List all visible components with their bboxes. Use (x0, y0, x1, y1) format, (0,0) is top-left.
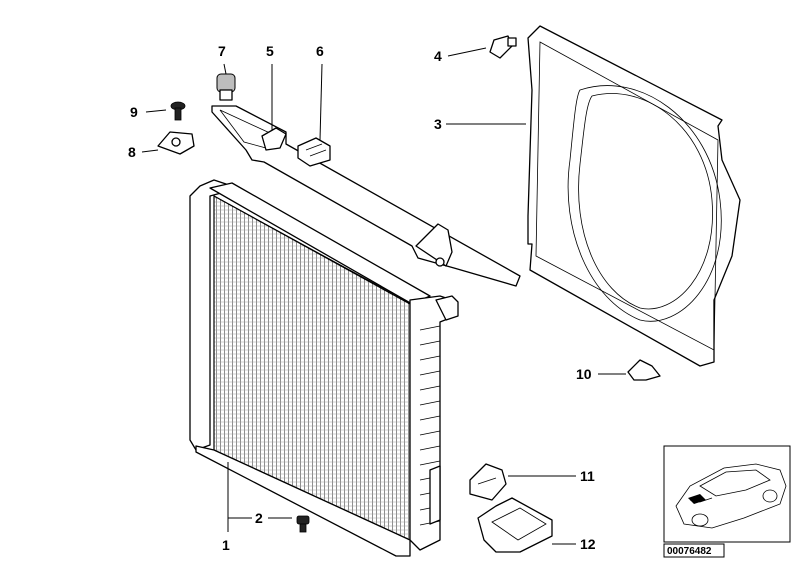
callout-10: 10 (576, 366, 592, 382)
callout-3: 3 (434, 116, 442, 132)
radiator (189, 179, 459, 557)
screw (170, 101, 186, 121)
rubber-mount (469, 463, 507, 501)
callout-1: 1 (222, 537, 230, 553)
car-icon (675, 463, 787, 529)
callout-labels: 1 2 3 4 5 6 7 8 9 10 11 12 (128, 43, 596, 553)
mounting-bracket (211, 105, 521, 287)
leader-lines (141, 47, 626, 545)
callout-8: 8 (128, 144, 136, 160)
bolt (296, 515, 310, 533)
vehicle-reference-thumbnail: 00076482 (663, 445, 791, 558)
lower-bracket (477, 497, 553, 553)
shroud-clip (627, 359, 661, 381)
callout-7: 7 (218, 43, 226, 59)
rivet (489, 35, 517, 59)
callout-9: 9 (130, 104, 138, 120)
callout-11: 11 (580, 468, 595, 484)
callout-5: 5 (266, 43, 274, 59)
callout-12: 12 (580, 536, 596, 552)
grommet (216, 73, 236, 101)
callout-2: 2 (255, 510, 263, 526)
nut-plate (157, 131, 195, 155)
callout-6: 6 (316, 43, 324, 59)
clip (297, 137, 331, 167)
callout-4: 4 (434, 48, 442, 64)
reference-code: 00076482 (667, 546, 712, 557)
fan-shroud (527, 25, 741, 367)
